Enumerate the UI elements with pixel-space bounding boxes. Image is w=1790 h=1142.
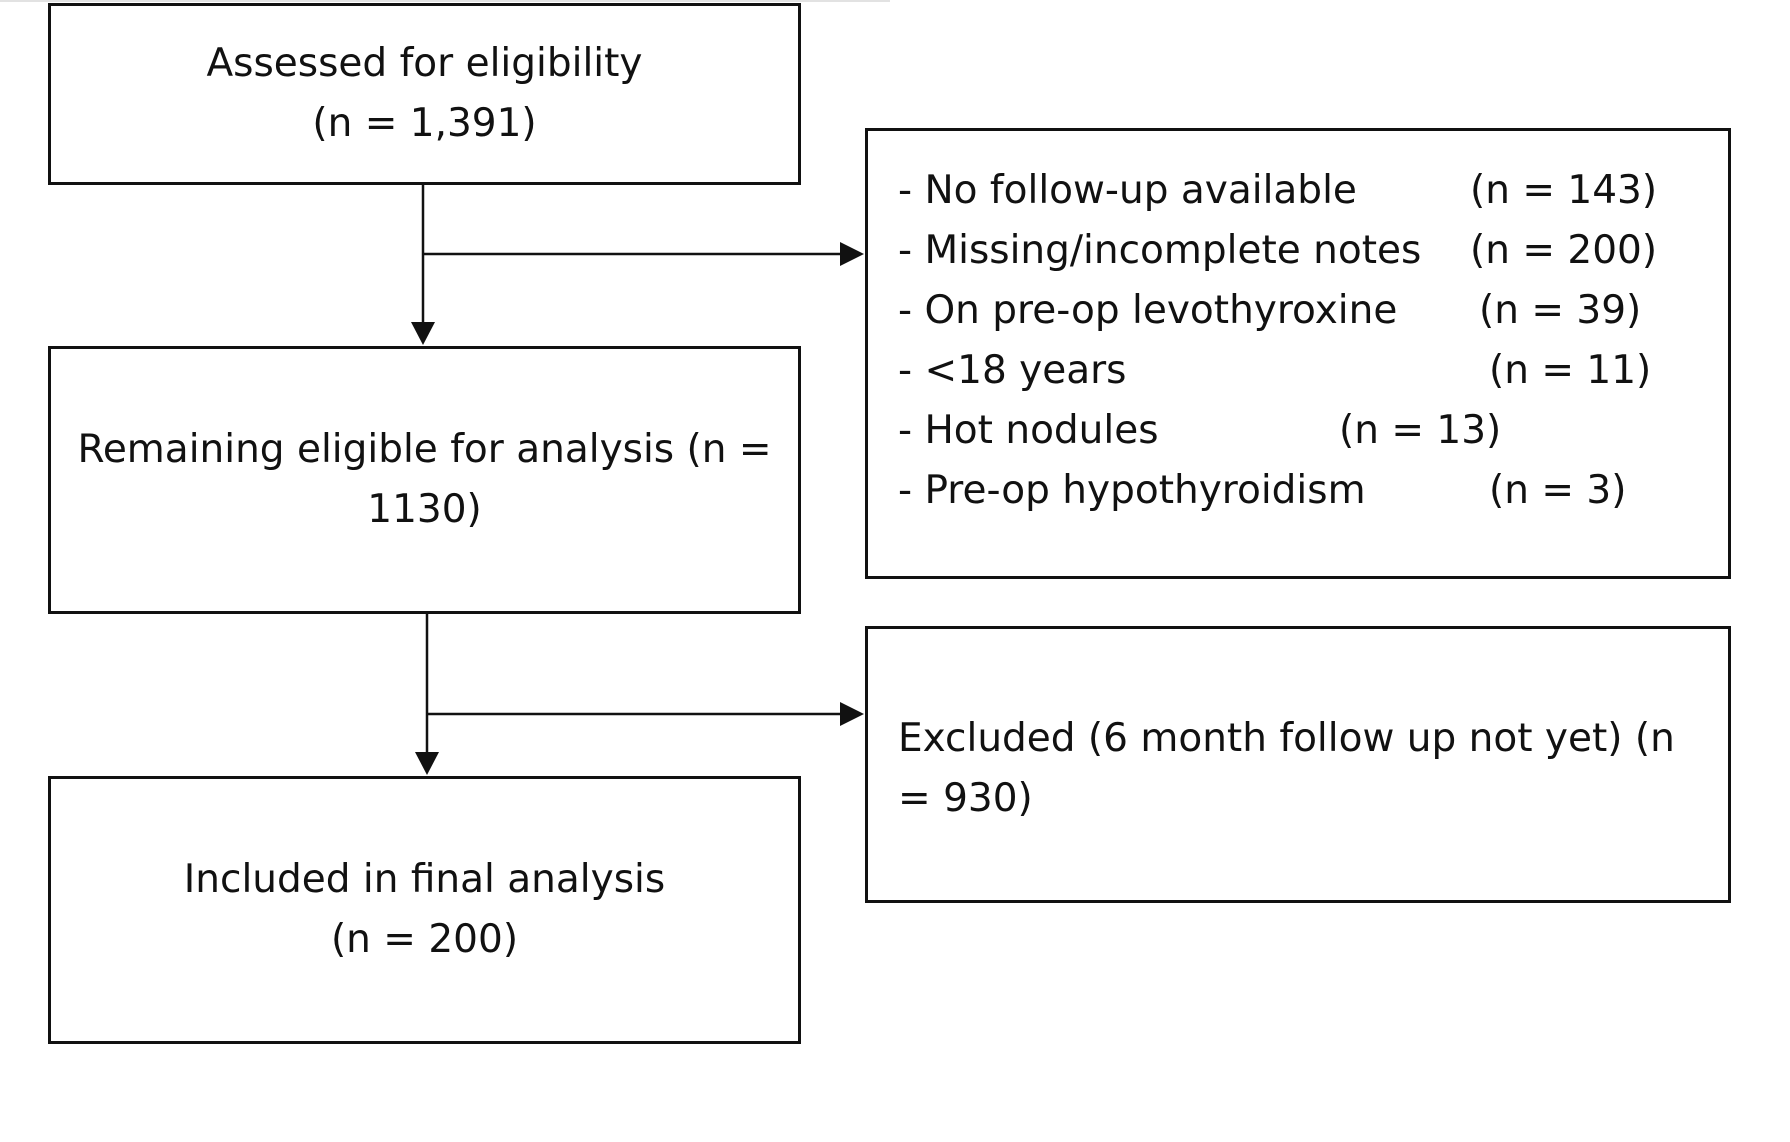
arrow-down-icon <box>411 322 435 345</box>
reason-count: (n = 13) <box>1339 408 1502 453</box>
included-box: Included in final analysis (n = 200) <box>48 776 801 1044</box>
reason-label: - <18 years <box>898 348 1127 393</box>
top-divider <box>0 0 890 2</box>
exclusion-reason: - <18 years (n = 11) <box>868 341 1728 401</box>
remaining-title: Remaining eligible for analysis (n = <box>77 427 772 472</box>
reason-count: (n = 3) <box>1489 468 1627 513</box>
arrow-right-icon <box>840 702 864 726</box>
reason-count: (n = 11) <box>1489 348 1652 393</box>
exclusion-reason: - Hot nodules (n = 13) <box>868 401 1728 461</box>
assessed-title: Assessed for eligibility <box>206 41 643 86</box>
reason-label: - No follow-up available <box>898 168 1357 213</box>
remaining-box: Remaining eligible for analysis (n = 113… <box>48 346 801 614</box>
included-title: Included in final analysis <box>183 857 666 902</box>
assessed-box: Assessed for eligibility (n = 1,391) <box>48 3 801 185</box>
reason-count: (n = 39) <box>1479 288 1642 333</box>
exclusion-reason: - No follow-up available (n = 143) <box>868 161 1728 221</box>
reason-label: - On pre-op levothyroxine <box>898 288 1398 333</box>
arrow-down-icon <box>415 752 439 775</box>
exclusion-reasons-box: - No follow-up available (n = 143) - Mis… <box>865 128 1731 579</box>
reason-count: (n = 200) <box>1470 228 1658 273</box>
reason-label: - Missing/incomplete notes <box>898 228 1422 273</box>
reason-count: (n = 143) <box>1470 168 1658 213</box>
excluded-followup-box: Excluded (6 month follow up not yet) (n … <box>865 626 1731 903</box>
exclusion-reason: - On pre-op levothyroxine (n = 39) <box>868 281 1728 341</box>
exclusion-reason: - Missing/incomplete notes (n = 200) <box>868 221 1728 281</box>
included-count: (n = 200) <box>330 917 519 962</box>
reason-label: - Pre-op hypothyroidism <box>898 468 1366 513</box>
exclusion-reason: - Pre-op hypothyroidism (n = 3) <box>868 461 1728 521</box>
excluded-followup-text: Excluded (6 month follow up not yet) (n … <box>898 716 1675 821</box>
remaining-count: 1130) <box>367 487 482 532</box>
arrow-right-icon <box>840 242 864 266</box>
assessed-count: (n = 1,391) <box>312 101 537 146</box>
reason-label: - Hot nodules <box>898 408 1159 453</box>
